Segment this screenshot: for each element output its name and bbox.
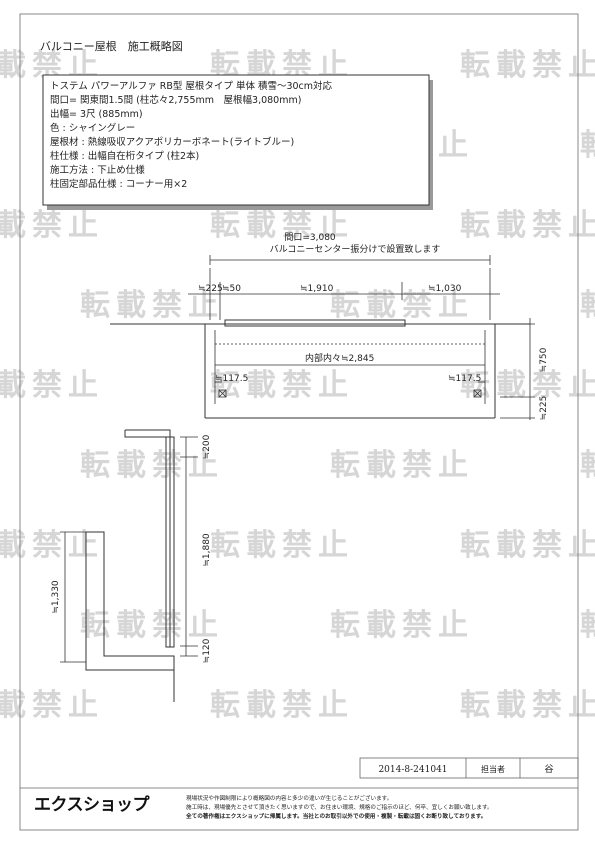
page-title: バルコニー屋根 施工概略図 (40, 39, 183, 53)
watermark-text: 転載禁止 (210, 688, 354, 723)
inner-label: 内部内々≒2,845 (305, 352, 374, 364)
spec-line: 柱仕様 : 出幅自在桁タイプ (柱2本) (50, 150, 199, 162)
watermark-text: 転載禁止 (0, 528, 104, 563)
watermark-text: 転載禁止 (580, 128, 595, 163)
spec-line: 色 : シャイングレー (50, 122, 135, 134)
spec-line: 間口= 関東間1.5間 (柱芯々2,755mm 屋根幅3,080mm) (50, 94, 301, 106)
watermark-text: 転載禁止 (460, 48, 595, 83)
watermark-text: 転載禁止 (580, 288, 595, 323)
offset-right: ≒117.5 (448, 374, 481, 384)
watermark-text: 転載禁止 (210, 368, 354, 403)
watermark-text: 転載禁止 (80, 608, 224, 643)
footer-note: 全ての著作権はエクスショップに帰属します。当社とのお取引以外での使用・複製・転載… (185, 812, 486, 820)
watermark-text: 転載禁止 (580, 608, 595, 643)
spec-line: 柱固定部品仕様 : コーナー用×2 (50, 178, 187, 190)
spec-line: 出幅= 3尺 (885mm) (50, 108, 143, 120)
spec-line: 屋根材 : 熱線吸収アクアポリカーボネート(ライトブルー) (50, 136, 294, 148)
section-labels: ≒200 ≒1,880 ≒120 ≒1,330 (51, 434, 212, 663)
watermark-text: 転載禁止 (330, 608, 474, 643)
spec-line: 施工方法 : 下止め仕様 (50, 164, 145, 176)
company-logo: エクスショップ (34, 794, 151, 815)
plan-width-label: 間口=3,080 (284, 232, 336, 243)
company-name: エクスショップ (34, 794, 150, 815)
watermark-text: 転載禁止 (580, 448, 595, 483)
dim-mid: ≒1,910 (300, 284, 334, 294)
sheet-border (19, 13, 579, 831)
depth-bottom: ≒225 (539, 396, 549, 421)
watermark-text: 転載禁止 (0, 368, 104, 403)
footer-notes: 現場状況や作図制限により概略図の内容と多少の違いが生じることがございます。 施工… (185, 794, 493, 820)
footer-note: 現場状況や作図制限により概略図の内容と多少の違いが生じることがございます。 (186, 794, 392, 802)
watermark-text: 転載禁止 (0, 688, 104, 723)
title-block (20, 757, 579, 789)
dim-right: ≒1,030 (428, 284, 462, 294)
watermark-text: 転載禁止 (460, 528, 595, 563)
assignee-name: 谷 (544, 764, 553, 775)
watermark-text: 転載禁止 (460, 208, 595, 243)
watermark-text: 転載禁止 (460, 688, 595, 723)
watermark-text: 転載禁止 (210, 528, 354, 563)
offset-left: ≒117.5 (215, 374, 248, 384)
section-dim-top: ≒200 (202, 434, 212, 459)
doc-number: 2014-8-241041 (378, 765, 447, 775)
assignee-label: 担当者 (481, 764, 505, 774)
footer-note: 施工時は、現場優先とさせて頂きたく思いますので、お住まい環境、規格のご指示のほど… (186, 803, 493, 811)
plan-view (110, 255, 535, 420)
section-dim-mid: ≒1,880 (202, 533, 212, 567)
plan-note: バルコニーセンター振分けで設置致します (270, 243, 441, 255)
watermark-text: 転載禁止 (0, 208, 104, 243)
section-dim-left: ≒1,330 (51, 580, 61, 614)
watermark-text: 転載禁止 (80, 448, 224, 483)
spec-line: トステム パワーアルファ RB型 屋根タイプ 単体 積雪～30cm対応 (50, 80, 333, 92)
section-dim-bottom: ≒120 (202, 638, 212, 663)
watermark-text: 転載禁止 (210, 208, 354, 243)
depth-label: ≒750 (539, 347, 549, 372)
spec-box (42, 74, 430, 206)
plan-labels: 間口=3,080 バルコニーセンター振分けで設置致します ≒225 ≒50 ≒1… (198, 232, 549, 420)
dim-50: ≒50 (222, 284, 241, 294)
spec-lines: トステム パワーアルファ RB型 屋根タイプ 単体 積雪～30cm対応 間口= … (50, 80, 333, 190)
section-view (60, 429, 198, 702)
dim-left: ≒225 (198, 284, 223, 294)
watermark-text: 転載禁止 (330, 448, 474, 483)
